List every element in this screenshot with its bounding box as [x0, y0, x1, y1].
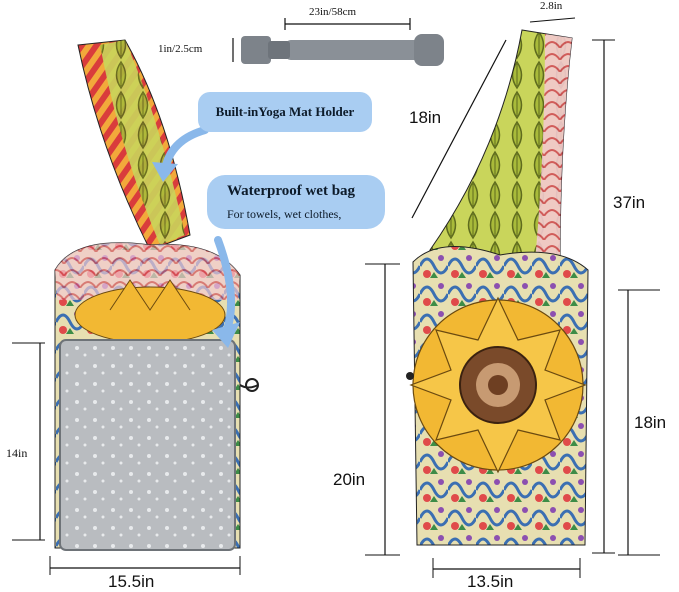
- right-sunflower-icon: [409, 296, 587, 474]
- wet-bag-callout-title: Waterproof wet bag: [227, 183, 356, 199]
- right-bottom-width-label: 13.5in: [467, 572, 514, 591]
- right-strap-length-label: 18in: [409, 108, 442, 127]
- right-lower-height-label: 18in: [634, 413, 667, 432]
- wet-bag-pocket: [59, 339, 236, 551]
- left-height-label: 14in: [6, 446, 28, 460]
- left-bag: [54, 39, 259, 551]
- right-bag: [406, 29, 589, 546]
- right-strap-width-label: 2.8in: [540, 0, 563, 12]
- strap-width-label: 1in/2.5cm: [158, 43, 203, 55]
- zipper-pull-icon: [406, 372, 414, 380]
- mat-holder-callout: Built-inYoga Mat Holder: [198, 92, 372, 132]
- mat-holder-callout-text: Built-inYoga Mat Holder: [215, 104, 355, 119]
- right-body-height-label: 20in: [333, 470, 366, 489]
- right-strap-width-line: [529, 17, 576, 23]
- left-sunflower-icon: [74, 279, 226, 344]
- drawcord-toggle-icon: [239, 378, 259, 392]
- right-strap-length-line: [411, 39, 507, 219]
- wet-bag-callout-desc: For towels, wet clothes,: [227, 207, 342, 221]
- left-width-label: 15.5in: [108, 572, 155, 591]
- strap-length-label: 23in/58cm: [309, 6, 357, 18]
- wet-bag-callout: Waterproof wet bag For towels, wet cloth…: [207, 175, 385, 229]
- right-total-height-label: 37in: [613, 193, 646, 212]
- strap-buckle-graphic: [241, 34, 444, 66]
